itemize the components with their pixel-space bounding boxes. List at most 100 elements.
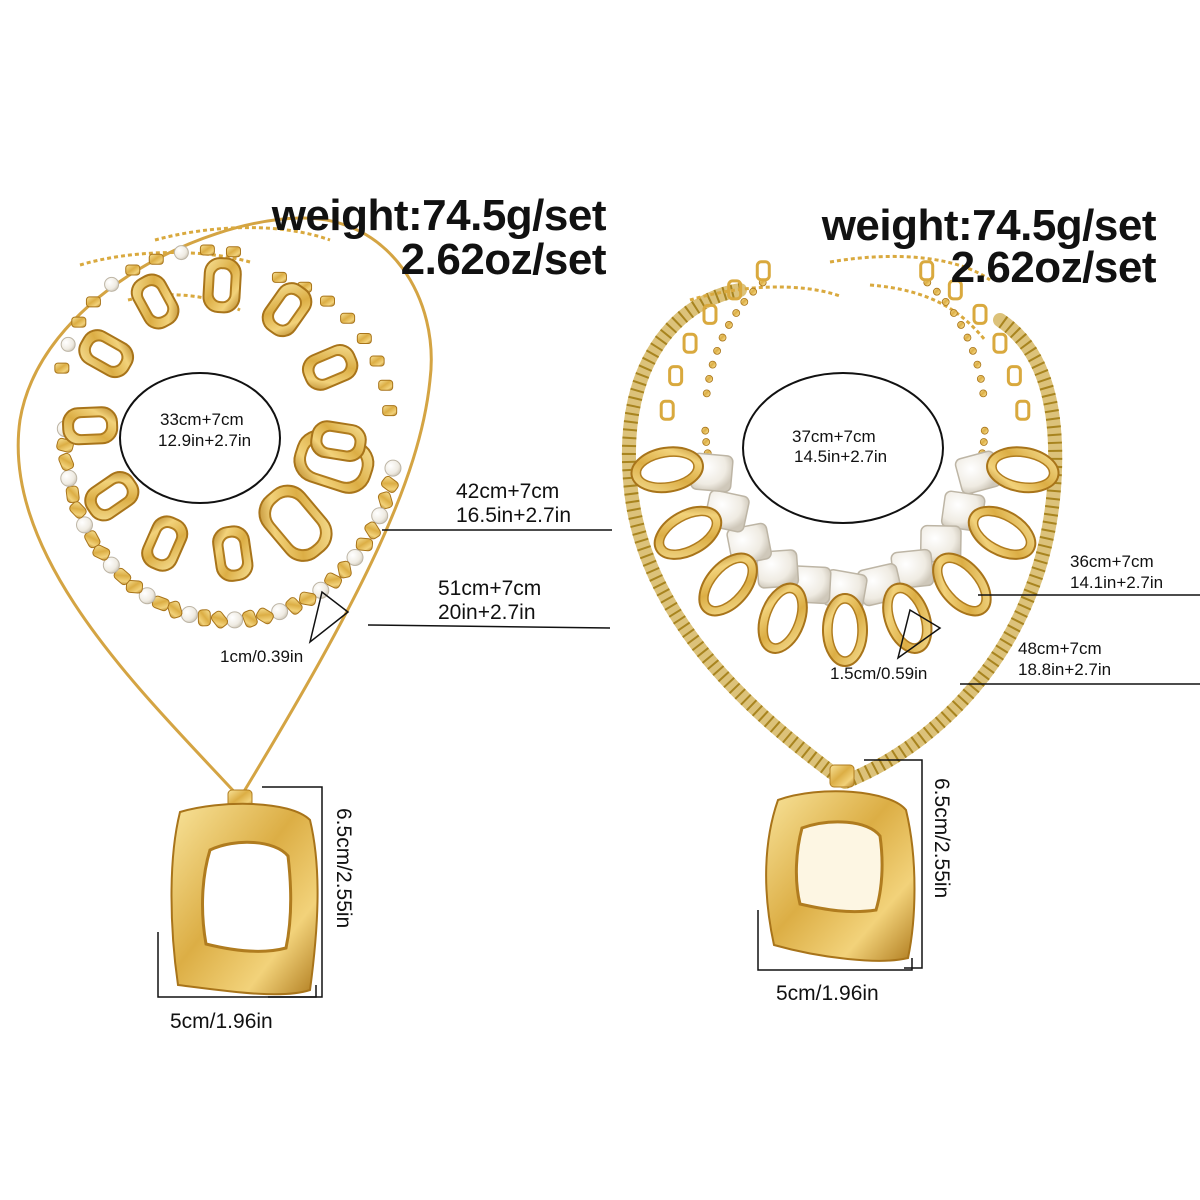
gold-nugget-bead: [364, 521, 381, 540]
left-pendant-width: 5cm/1.96in: [170, 1010, 273, 1033]
right-mid-length-in: 14.1in+2.7in: [1070, 573, 1164, 592]
pearl-bead: [384, 459, 402, 477]
link-hole: [88, 339, 124, 368]
right-pendant-width: 5cm/1.96in: [776, 982, 879, 1005]
gold-ball: [732, 309, 741, 317]
left-necklace-set: [16, 216, 612, 998]
link-hole: [221, 535, 245, 572]
pearl-bead: [226, 611, 244, 629]
oval-link: [932, 552, 992, 617]
left-bead-width: 1cm/0.39in: [220, 647, 304, 666]
gold-ball: [749, 287, 758, 296]
paperclip-link: [1015, 399, 1031, 421]
gold-ball: [701, 426, 710, 435]
gold-nugget-bead: [285, 597, 303, 615]
gold-nugget-bead: [125, 579, 144, 594]
left-outer-length-in: 20in+2.7in: [438, 601, 536, 624]
left-weight-grams: weight:74.5g/set: [271, 191, 607, 240]
gold-nugget-bead: [58, 452, 75, 471]
link-hole: [269, 495, 322, 552]
right-inner-length-cm: 37cm+7cm: [792, 427, 876, 446]
right-extender-chain-2: [829, 254, 991, 282]
right-mid-length-cm: 36cm+7cm: [1070, 552, 1154, 571]
oval-link: [986, 446, 1060, 494]
gold-nugget-bead: [54, 362, 70, 374]
gold-ball: [963, 333, 972, 342]
gold-ball: [740, 298, 749, 306]
left-weight-ounces: 2.62oz/set: [400, 235, 607, 284]
gold-nugget-bead: [125, 264, 141, 276]
gold-ball: [949, 309, 958, 317]
gold-nugget-bead: [197, 609, 211, 627]
left-mid-length-cm: 42cm+7cm: [456, 480, 560, 503]
gold-nugget-bead: [377, 491, 393, 510]
right-pendant-height: 6.5cm/2.55in: [930, 778, 953, 899]
paperclip-link: [727, 279, 743, 301]
gold-nugget-bead: [167, 600, 183, 619]
right-outer-length-in: 18.8in+2.7in: [1018, 660, 1112, 679]
right-extender-chain-1: [689, 285, 841, 302]
oval-hole: [707, 561, 749, 608]
pearl-bead: [60, 336, 76, 352]
paperclip-link: [1006, 365, 1022, 387]
oval-hole: [639, 455, 695, 484]
oval-hole: [766, 591, 799, 645]
link-hole: [151, 525, 179, 562]
chunky-link: [130, 273, 180, 330]
paperclip-link: [659, 399, 675, 421]
paperclip-link: [682, 332, 698, 354]
right-necklace-set: [621, 254, 1200, 971]
chunky-link: [62, 406, 119, 446]
pearl-bead: [76, 516, 94, 534]
link-hole: [320, 429, 357, 453]
chunky-link: [78, 329, 135, 379]
gold-nugget-bead: [319, 295, 335, 307]
gold-ball: [979, 438, 988, 446]
left-mid-length-in: 16.5in+2.7in: [456, 504, 572, 527]
gold-nugget-bead: [71, 316, 87, 328]
gold-nugget-bead: [65, 485, 80, 504]
chunky-link: [261, 282, 313, 338]
paperclip-link: [919, 260, 935, 282]
gold-nugget-bead: [324, 572, 343, 589]
gold-ball: [979, 389, 988, 398]
paperclip-link: [755, 260, 771, 282]
gold-nugget-bead: [340, 312, 356, 324]
link-hole: [140, 284, 170, 319]
pearl-bead: [271, 603, 289, 621]
gold-nugget-bead: [298, 591, 317, 606]
left-pendant: [170, 789, 319, 996]
right-oval-link-chain: [630, 260, 1060, 667]
left-extender-chain-1: [154, 226, 331, 242]
gold-ball: [725, 321, 733, 329]
gold-ball: [702, 389, 711, 398]
pearl-bead: [60, 469, 78, 487]
left-outer-length-cm: 51cm+7cm: [438, 577, 542, 600]
pearl-bead: [346, 548, 364, 566]
oval-link: [653, 505, 723, 560]
paperclip-link: [947, 279, 963, 301]
gold-nugget-bead: [242, 609, 258, 628]
chunky-link: [84, 470, 140, 522]
oval-link: [822, 593, 868, 667]
link-hole: [211, 267, 233, 304]
oval-hole: [662, 514, 714, 551]
left-extender-chain-2: [79, 251, 251, 267]
gold-nugget-bead: [337, 560, 352, 579]
oval-link: [757, 582, 808, 654]
gold-ball: [973, 360, 982, 369]
left-pendant-height: 6.5cm/2.55in: [332, 808, 355, 929]
oval-link: [967, 505, 1037, 560]
oval-hole: [976, 514, 1028, 551]
gold-nugget-bead: [380, 475, 399, 493]
paperclip-link: [668, 365, 684, 387]
gold-nugget-bead: [355, 537, 374, 552]
chunky-link: [310, 420, 367, 462]
oval-link: [630, 446, 704, 494]
link-hole: [94, 481, 129, 512]
pearl-bead: [104, 276, 120, 292]
gold-ball: [957, 321, 965, 329]
right-inner-size-ellipse: [742, 372, 944, 524]
gold-nugget-bead: [378, 379, 394, 391]
